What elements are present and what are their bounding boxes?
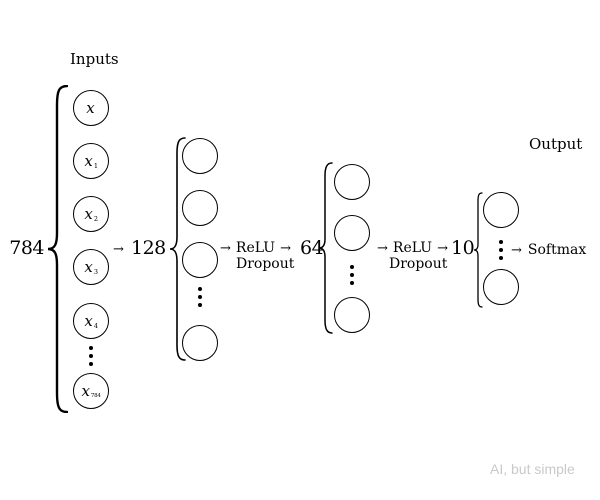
arrow-right-icon: → — [511, 242, 522, 258]
hidden-node — [182, 138, 218, 174]
ellipsis-dots — [350, 265, 355, 286]
node-label: x — [86, 99, 95, 117]
input-count-label: 784 — [9, 237, 44, 259]
node-label: x — [84, 205, 93, 223]
softmax-label: Softmax — [527, 242, 587, 258]
ellipsis-dots — [499, 240, 504, 261]
node-subscript: 784 — [90, 393, 101, 399]
activation-block: → ReLU → — [220, 240, 291, 256]
hidden-node — [182, 242, 218, 278]
curly-brace-icon — [170, 137, 186, 361]
node-label: x — [84, 258, 93, 276]
activation-block: → ReLU → — [377, 240, 448, 256]
curly-brace-icon — [319, 162, 333, 334]
output-node — [483, 269, 519, 305]
hidden-node — [334, 215, 370, 251]
dropout-label: Dropout — [236, 256, 295, 272]
activation-label: ReLU — [235, 240, 276, 256]
node-label: x — [84, 152, 93, 170]
hidden-node — [182, 190, 218, 226]
input-node: x — [73, 90, 109, 126]
activation-label: ReLU — [392, 240, 433, 256]
watermark-text: AI, but simple — [490, 461, 575, 477]
node-label: x — [81, 382, 90, 400]
hidden1-count-label: 128 — [131, 237, 166, 259]
softmax-block: → Softmax — [511, 242, 586, 258]
arrow-right-icon: → — [280, 240, 291, 256]
hidden2-count-label: 64 — [300, 237, 324, 259]
arrow-right-icon: → — [377, 240, 388, 256]
hidden-node — [334, 297, 370, 333]
ellipsis-dots — [198, 287, 203, 308]
curly-brace-icon — [48, 85, 68, 413]
arrow-right-icon: → — [113, 242, 124, 257]
arrow-right-icon: → — [220, 240, 231, 256]
node-label: x — [84, 312, 93, 330]
hidden-node — [182, 325, 218, 361]
output-count-label: 10 — [451, 237, 475, 259]
curly-brace-icon — [474, 192, 483, 308]
hidden-node — [334, 164, 370, 200]
node-subscript: 2 — [93, 215, 98, 223]
dropout-label: Dropout — [389, 256, 448, 272]
output-node — [483, 192, 519, 228]
node-subscript: 4 — [93, 322, 98, 330]
output-label: Output — [529, 135, 583, 153]
inputs-label: Inputs — [70, 50, 119, 68]
node-subscript: 3 — [93, 268, 98, 276]
node-subscript: 1 — [93, 162, 98, 170]
arrow-right-icon: → — [437, 240, 448, 256]
ellipsis-dots — [89, 346, 94, 367]
